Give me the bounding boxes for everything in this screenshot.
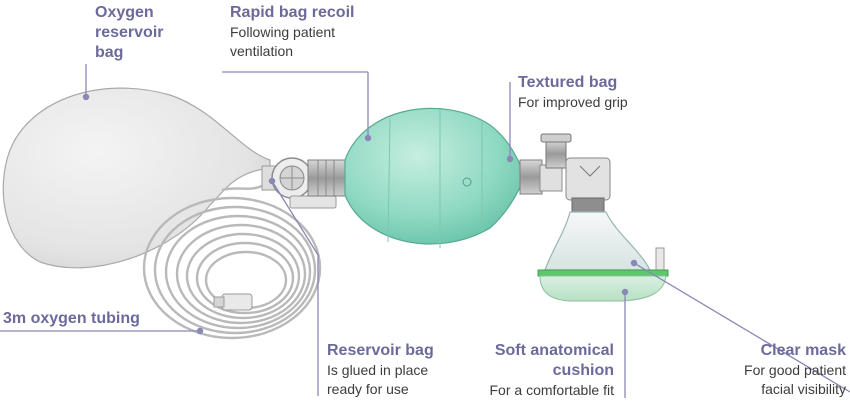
- label-clear-mask: Clear mask For good patient facial visib…: [700, 341, 846, 399]
- patient-valve: [540, 133, 611, 213]
- label-sub: For improved grip: [518, 94, 628, 110]
- label-title: 3m oxygen tubing: [3, 310, 140, 327]
- label-sub: ventilation: [230, 43, 294, 59]
- label-reservoir-bag: Reservoir bag Is glued in place ready fo…: [327, 341, 434, 399]
- label-title: bag: [95, 44, 124, 61]
- face-mask: [537, 211, 669, 302]
- label-title: Oxygen: [95, 4, 154, 21]
- label-title: Reservoir bag: [327, 342, 434, 359]
- leader-lines: [0, 64, 850, 398]
- label-title: reservoir: [95, 24, 164, 41]
- label-title: Rapid bag recoil: [230, 4, 355, 21]
- label-oxygen-reservoir-bag: Oxygen reservoir bag: [95, 3, 164, 63]
- label-sub: Following patient: [230, 24, 336, 40]
- valve-assembly: [261, 157, 349, 209]
- label-rapid-bag-recoil: Rapid bag recoil Following patient venti…: [230, 3, 354, 61]
- label-textured-bag: Textured bag For improved grip: [518, 73, 628, 112]
- label-sub: Is glued in place: [327, 362, 429, 378]
- self-inflating-bag: [344, 107, 563, 248]
- label-oxygen-tubing: 3m oxygen tubing: [3, 309, 140, 329]
- oxygen-reservoir-bag: [2, 87, 271, 269]
- label-title: Clear mask: [760, 342, 846, 359]
- label-sub: For a comfortable fit: [489, 382, 615, 398]
- label-title: Soft anatomical: [494, 342, 614, 359]
- label-sub: For good patient: [744, 362, 846, 378]
- label-title: cushion: [552, 362, 614, 379]
- tubing-connector: [213, 293, 253, 311]
- label-sub: facial visibility: [761, 381, 846, 397]
- label-sub: ready for use: [327, 381, 409, 397]
- label-soft-anatomical-cushion: Soft anatomical cushion For a comfortabl…: [452, 341, 615, 400]
- label-title: Textured bag: [518, 74, 618, 91]
